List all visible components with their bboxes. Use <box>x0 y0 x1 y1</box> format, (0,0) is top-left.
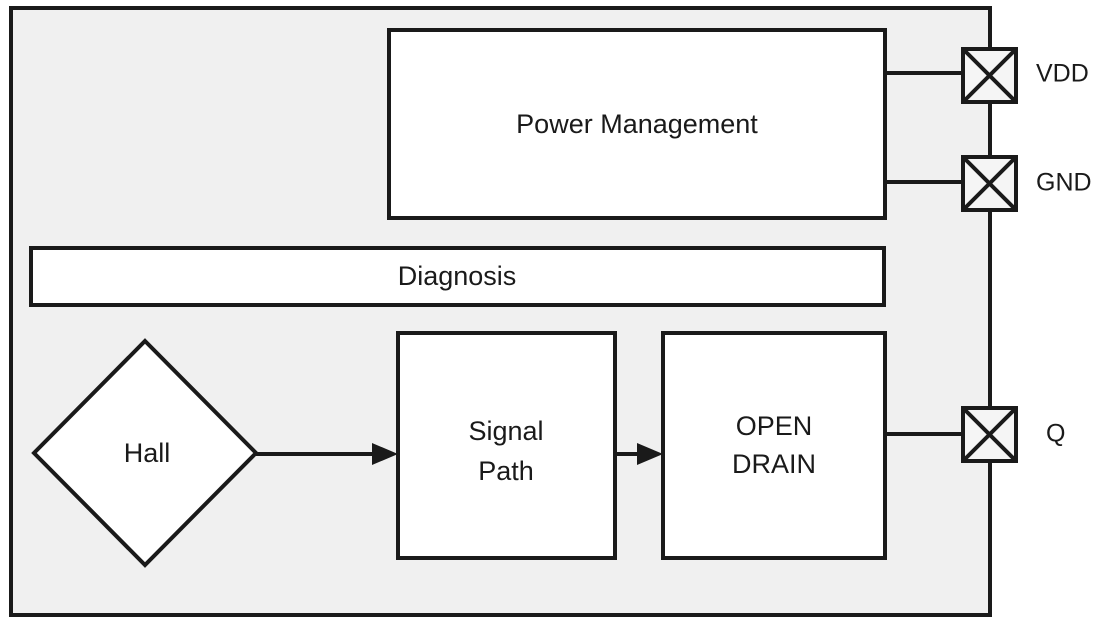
pad-gnd-label: GND <box>1036 169 1092 197</box>
block-signal-path-rect <box>396 331 617 560</box>
connections-layer <box>256 71 965 465</box>
block-hall[interactable]: Hall <box>31 338 259 568</box>
blocks-layer: Power Management Diagnosis Hall Signal P… <box>29 28 887 568</box>
block-open-drain-rect <box>661 331 887 560</box>
arrowhead-signal-path-to-open-drain <box>637 443 663 465</box>
block-signal-path-label-line2: Path <box>478 456 534 486</box>
block-signal-path-label-line1: Signal <box>468 416 543 446</box>
pad-q[interactable] <box>961 406 1018 463</box>
pad-vdd-cross-icon-b <box>961 47 1018 104</box>
pad-q-cross-icon-b <box>961 406 1018 463</box>
block-hall-diamond <box>31 338 259 568</box>
block-open-drain-label-line2: DRAIN <box>732 449 816 479</box>
pad-vdd-label: VDD <box>1036 60 1089 88</box>
block-power-management[interactable]: Power Management <box>387 28 887 220</box>
block-open-drain-label-line1: OPEN <box>736 411 813 441</box>
pad-q-label: Q <box>1046 420 1065 448</box>
pads-layer: VDD GND Q <box>961 47 1092 463</box>
block-signal-path[interactable]: Signal Path <box>396 331 617 560</box>
block-open-drain[interactable]: OPEN DRAIN <box>661 331 887 560</box>
arrowhead-hall-to-signal-path <box>372 443 398 465</box>
block-diagnosis[interactable]: Diagnosis <box>29 246 886 307</box>
block-power-management-label: Power Management <box>516 109 758 139</box>
pad-vdd[interactable] <box>961 47 1018 104</box>
block-diagnosis-label: Diagnosis <box>398 261 517 291</box>
block-diagnosis-rect <box>29 246 886 307</box>
block-hall-label: Hall <box>124 438 171 468</box>
pad-gnd[interactable] <box>961 155 1018 212</box>
block-power-management-rect <box>387 28 887 220</box>
pad-gnd-cross-icon-b <box>961 155 1018 212</box>
